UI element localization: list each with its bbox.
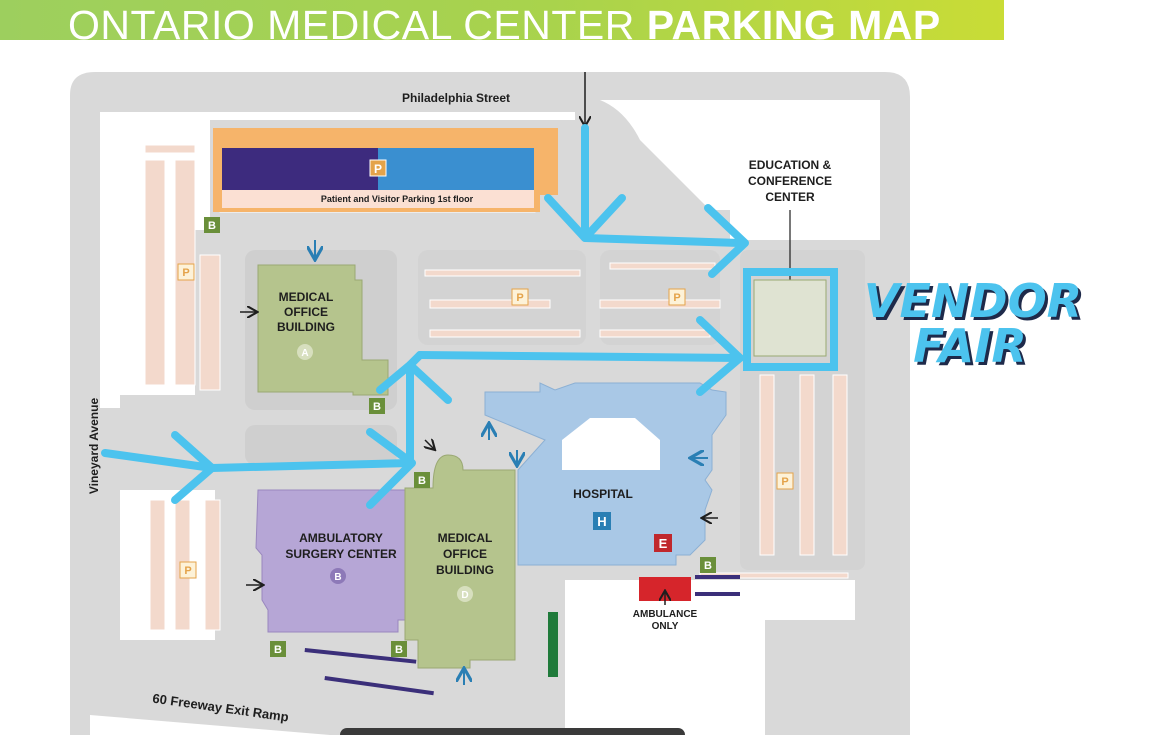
- hospital-label: HOSPITAL: [573, 487, 633, 501]
- vendor-fair-route: [101, 124, 749, 509]
- svg-text:P: P: [781, 476, 788, 488]
- mob-d-letter: D: [461, 590, 468, 601]
- map-title: ONTARIO MEDICAL CENTER PARKING MAP: [68, 2, 941, 40]
- bottom-scroll-bar: [340, 728, 685, 735]
- medical-office-building-d: MEDICAL OFFICE BUILDING D: [404, 454, 516, 669]
- vendor-fair-label: VENDOR VENDOR FAIR FAIR: [864, 274, 1085, 376]
- emergency-marker: E: [659, 536, 668, 551]
- bus-stop-icon: B: [270, 641, 286, 657]
- svg-text:B: B: [274, 644, 282, 656]
- asc-line1: AMBULATORY: [299, 531, 383, 545]
- parking-icon: P: [177, 263, 195, 281]
- svg-text:P: P: [516, 292, 523, 304]
- parking-structure: Patient and Visitor Parking 1st floor P: [213, 128, 558, 212]
- entrance-arrows: [240, 72, 718, 585]
- mob-d-line1: MEDICAL: [438, 531, 493, 545]
- education-line1: EDUCATION &: [749, 158, 832, 172]
- bus-stop-icon: B: [700, 557, 716, 573]
- vendor-fair-line2: FAIR: [913, 319, 1027, 373]
- parking-icon: P: [179, 561, 197, 579]
- bus-stop-icon: B: [391, 641, 407, 657]
- ambulatory-surgery-center: AMBULATORY SURGERY CENTER B: [255, 489, 419, 633]
- mob-a-line1: MEDICAL: [279, 290, 334, 304]
- svg-text:B: B: [373, 401, 381, 413]
- vineyard-avenue-label: Vineyard Avenue: [87, 398, 101, 495]
- title-light: ONTARIO MEDICAL CENTER: [68, 2, 635, 40]
- hospital-building: HOSPITAL H E: [484, 382, 727, 566]
- title-bold: PARKING MAP: [646, 2, 941, 40]
- bus-stop-icon: B: [204, 217, 220, 233]
- education-conference-center: EDUCATION & CONFERENCE CENTER: [748, 158, 832, 357]
- vendor-fair-line1-shadow: VENDOR: [867, 277, 1085, 331]
- green-divider: [548, 612, 558, 677]
- parking-structure-label: Patient and Visitor Parking 1st floor: [321, 194, 474, 204]
- mob-a-line3: BUILDING: [277, 320, 335, 334]
- bus-stop-icon: B: [414, 472, 430, 488]
- ambulance-line2: ONLY: [652, 621, 679, 632]
- ambulance-line1: AMBULANCE: [633, 609, 698, 620]
- svg-text:B: B: [395, 644, 403, 656]
- mob-a-letter: A: [301, 348, 308, 359]
- medical-office-building-a: MEDICAL OFFICE BUILDING A: [257, 264, 389, 396]
- ambulance-zone: AMBULANCE ONLY: [633, 577, 698, 632]
- education-line2: CONFERENCE: [748, 174, 832, 188]
- svg-text:P: P: [182, 267, 189, 279]
- parking-icon: P: [776, 472, 794, 490]
- entrance-arrow-icon: [425, 440, 434, 449]
- vendor-fair-line2-shadow: FAIR: [916, 322, 1030, 376]
- svg-text:B: B: [418, 475, 426, 487]
- mob-d-line3: BUILDING: [436, 563, 494, 577]
- mob-a-line2: OFFICE: [284, 305, 328, 319]
- parking-markers: P P P P P: [177, 263, 794, 579]
- svg-text:B: B: [208, 220, 216, 232]
- education-line3: CENTER: [765, 190, 815, 204]
- parking-icon: P: [668, 288, 686, 306]
- vendor-fair-highlight: [743, 268, 838, 371]
- asc-letter: B: [334, 572, 341, 583]
- svg-text:P: P: [184, 565, 191, 577]
- philadelphia-street-label: Philadelphia Street: [402, 91, 510, 105]
- svg-text:B: B: [704, 560, 712, 572]
- header-banner: ONTARIO MEDICAL CENTER PARKING MAP: [0, 0, 1004, 40]
- hospital-letter: H: [597, 514, 606, 529]
- asc-line2: SURGERY CENTER: [285, 547, 397, 561]
- vendor-fair-line1: VENDOR: [864, 274, 1082, 328]
- parking-icon: P: [511, 288, 529, 306]
- bus-markers: B B B B B B: [204, 217, 716, 657]
- bus-stop-icon: B: [369, 398, 385, 414]
- parking-structure-marker: P: [374, 162, 382, 176]
- svg-text:P: P: [673, 292, 680, 304]
- blue-entrance-arrows: [315, 240, 708, 685]
- curb-bars: [304, 575, 740, 696]
- mob-d-line2: OFFICE: [443, 547, 487, 561]
